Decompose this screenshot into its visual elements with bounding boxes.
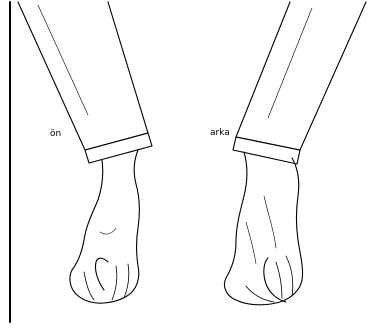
front-finger-1 xyxy=(84,272,94,300)
front-finger-2 xyxy=(112,266,117,300)
front-label: ön xyxy=(50,130,61,139)
front-thumb xyxy=(95,258,108,290)
front-sleeve xyxy=(18,2,148,150)
back-cuff xyxy=(233,137,300,164)
front-sleeve-fold xyxy=(38,5,88,115)
back-sleeve xyxy=(236,2,366,150)
back-sleeve-fold xyxy=(268,8,312,118)
back-finger-3 xyxy=(286,256,293,296)
back-finger-2 xyxy=(276,262,282,298)
front-cuff xyxy=(85,133,152,163)
back-arm xyxy=(224,2,366,305)
back-label: arka xyxy=(210,129,230,138)
back-finger-1 xyxy=(246,286,274,302)
front-arm xyxy=(18,2,152,303)
back-tendon-2 xyxy=(246,222,256,264)
front-knuckle xyxy=(100,228,116,234)
back-thumb xyxy=(264,258,286,302)
front-finger-3 xyxy=(124,264,129,298)
back-hand xyxy=(224,152,302,305)
front-hand xyxy=(70,150,139,303)
back-tendon-1 xyxy=(264,196,276,248)
